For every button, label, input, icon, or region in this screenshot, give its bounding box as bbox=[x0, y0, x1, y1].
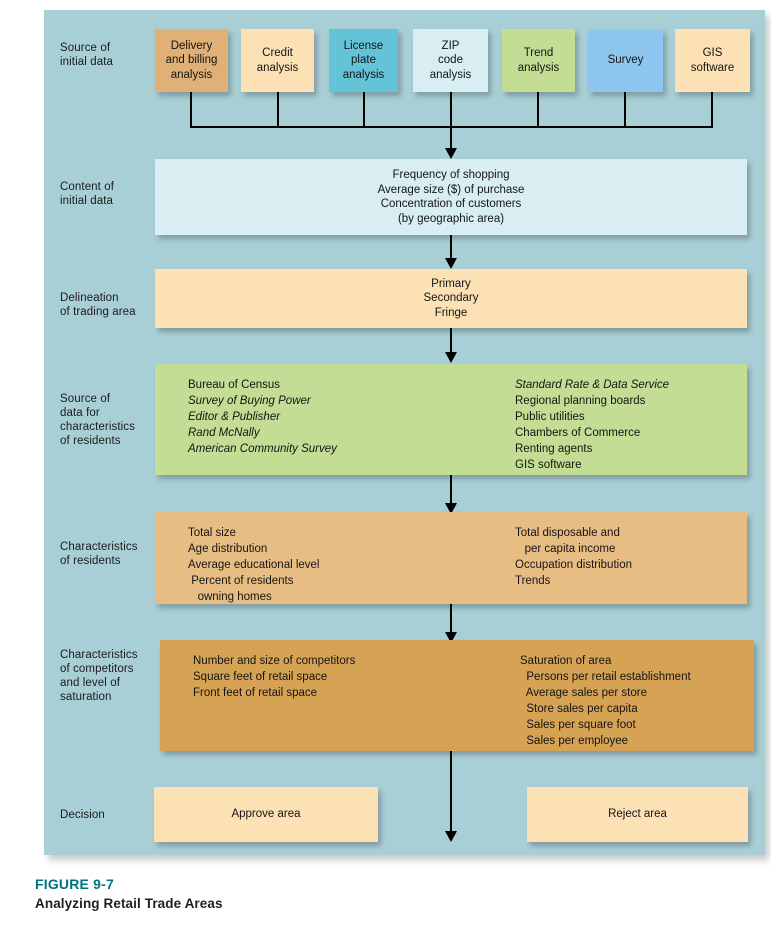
row-label-decision: Decision bbox=[60, 809, 105, 821]
arrow-shaft-to-delineation bbox=[450, 235, 452, 260]
characteristics-competitors-right-column: Saturation of area Persons per retail es… bbox=[520, 653, 691, 749]
list-item: Square feet of retail space bbox=[193, 671, 328, 683]
arrow-head-to-characteristics-competitors bbox=[445, 632, 457, 643]
list-item: Front feet of retail space bbox=[193, 687, 318, 699]
list-item: Survey of Buying Power bbox=[188, 395, 311, 407]
arrow-head-to-characteristics-residents bbox=[445, 503, 457, 514]
arrow-shaft-to-characteristics-competitors bbox=[450, 604, 452, 635]
list-item: Chambers of Commerce bbox=[515, 427, 641, 439]
box-delineation-of-trading-area: Primary Secondary Fringe bbox=[155, 269, 747, 328]
source-box-trend-analysis[interactable]: Trend analysis bbox=[502, 29, 575, 92]
list-item: American Community Survey bbox=[188, 443, 337, 455]
list-item: owning homes bbox=[188, 591, 272, 603]
box-content-of-initial-data: Frequency of shopping Average size ($) o… bbox=[155, 159, 747, 235]
list-item: per capita income bbox=[515, 543, 616, 555]
list-item: Number and size of competitors bbox=[193, 655, 356, 667]
list-item: Age distribution bbox=[188, 543, 268, 555]
source-box-label: Credit analysis bbox=[256, 47, 299, 74]
figure-number: FIGURE 9-7 bbox=[35, 876, 115, 892]
list-item: Sales per employee bbox=[520, 735, 629, 747]
source-box-delivery-and-billing-analysis[interactable]: Delivery and billing analysis bbox=[155, 29, 228, 92]
list-item: Total size bbox=[188, 527, 236, 539]
connector-drop-3 bbox=[363, 92, 365, 128]
arrow-shaft-to-content bbox=[450, 126, 452, 150]
list-item: Average educational level bbox=[188, 559, 320, 571]
source-box-license-plate-analysis[interactable]: License plate analysis bbox=[329, 29, 398, 92]
list-item: Persons per retail establishment bbox=[520, 671, 691, 683]
decision-box-reject-area[interactable]: Reject area bbox=[527, 787, 748, 842]
connector-drop-2 bbox=[277, 92, 279, 128]
row-label-content-initial-data: Content of initial data bbox=[60, 181, 115, 207]
row-label-characteristics-residents: Characteristics of residents bbox=[60, 541, 138, 567]
list-item: Sales per square foot bbox=[520, 719, 636, 731]
row-label-source-of-data: Source of data for characteristics of re… bbox=[60, 393, 135, 447]
decision-box-approve-area[interactable]: Approve area bbox=[154, 787, 378, 842]
list-item: Trends bbox=[515, 575, 551, 587]
source-box-label: ZIP code analysis bbox=[429, 39, 472, 81]
source-box-survey[interactable]: Survey bbox=[588, 29, 663, 92]
figure-caption: FIGURE 9-7 Analyzing Retail Trade Areas bbox=[35, 876, 535, 911]
arrow-head-to-content bbox=[445, 148, 457, 159]
source-box-gis-software[interactable]: GIS software bbox=[675, 29, 750, 92]
row-label-delineation: Delineation of trading area bbox=[60, 292, 136, 318]
source-box-label: Delivery and billing analysis bbox=[165, 39, 218, 81]
connector-drop-6 bbox=[624, 92, 626, 128]
list-item: Store sales per capita bbox=[520, 703, 638, 715]
list-item: Editor & Publisher bbox=[188, 411, 281, 423]
source-box-zip-code-analysis[interactable]: ZIP code analysis bbox=[413, 29, 488, 92]
figure-title: Analyzing Retail Trade Areas bbox=[35, 896, 223, 911]
delineation-lines: Primary Secondary Fringe bbox=[423, 277, 479, 319]
list-item: Total disposable and bbox=[515, 527, 620, 539]
connector-drop-1 bbox=[190, 92, 192, 128]
arrow-shaft-to-source-of-data bbox=[450, 328, 452, 354]
arrow-head-to-source-of-data bbox=[445, 352, 457, 363]
list-item: Saturation of area bbox=[520, 655, 612, 667]
list-item: Average sales per store bbox=[520, 687, 647, 699]
source-box-label: Trend analysis bbox=[517, 47, 560, 74]
connector-drop-5 bbox=[537, 92, 539, 128]
connector-drop-4 bbox=[450, 92, 452, 128]
row-label-characteristics-competitors: Characteristics of competitors and level… bbox=[60, 649, 138, 703]
source-box-credit-analysis[interactable]: Credit analysis bbox=[241, 29, 314, 92]
source-box-label: Survey bbox=[607, 54, 644, 67]
source-box-label: GIS software bbox=[690, 47, 735, 74]
content-initial-data-lines: Frequency of shopping Average size ($) o… bbox=[377, 169, 525, 225]
list-item: Occupation distribution bbox=[515, 559, 632, 571]
list-item: GIS software bbox=[515, 459, 582, 471]
arrow-head-to-delineation bbox=[445, 258, 457, 269]
list-item: Regional planning boards bbox=[515, 395, 646, 407]
list-item: Rand McNally bbox=[188, 427, 260, 439]
decision-box-label: Approve area bbox=[231, 808, 301, 821]
source-box-label: License plate analysis bbox=[342, 39, 385, 81]
decision-box-label: Reject area bbox=[608, 808, 667, 821]
arrow-shaft-to-characteristics-residents bbox=[450, 475, 452, 506]
list-item: Renting agents bbox=[515, 443, 593, 455]
row-label-source-initial-data: Source of initial data bbox=[60, 42, 113, 68]
arrow-shaft-to-decision bbox=[450, 751, 452, 834]
list-item: Standard Rate & Data Service bbox=[515, 379, 670, 391]
list-item: Percent of residents bbox=[188, 575, 294, 587]
connector-drop-7 bbox=[711, 92, 713, 128]
arrow-head-to-decision bbox=[445, 831, 457, 842]
list-item: Bureau of Census bbox=[188, 379, 281, 391]
list-item: Public utilities bbox=[515, 411, 585, 423]
